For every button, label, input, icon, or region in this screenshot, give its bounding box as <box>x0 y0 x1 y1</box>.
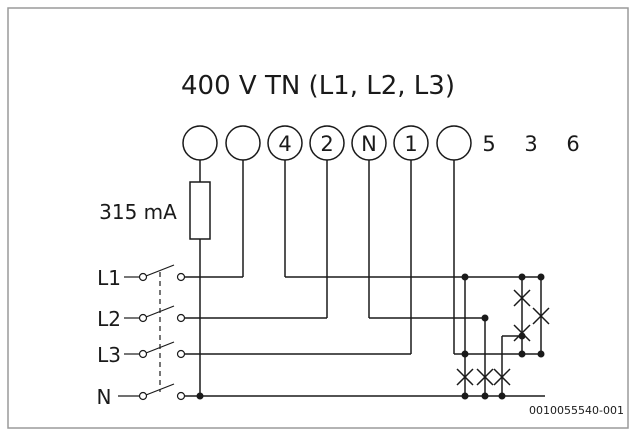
terminal-label-3: 4 <box>278 132 291 156</box>
extra-label-2: 3 <box>524 132 537 156</box>
terminal-label-6: 1 <box>404 132 417 156</box>
four-pole-switch <box>118 264 186 401</box>
fuse-symbol <box>189 181 211 240</box>
extra-label-1: 5 <box>482 132 495 156</box>
document-id: 0010055540-001 <box>529 404 624 417</box>
diagram-title: 400 V TN (L1, L2, L3) <box>181 71 455 101</box>
extra-label-3: 6 <box>566 132 579 156</box>
terminal-circle-1 <box>182 125 218 161</box>
fuse-label: 315 mA <box>99 200 177 224</box>
junction-dots <box>196 273 545 400</box>
bus-lines <box>185 276 545 397</box>
cross-marks <box>456 289 550 386</box>
terminal-circle-2 <box>225 125 261 161</box>
terminal-wires <box>199 160 455 396</box>
diagram-frame <box>7 7 629 429</box>
terminal-label-4: 2 <box>320 132 333 156</box>
line-label-l2: L2 <box>97 307 121 331</box>
terminal-circle-7 <box>436 125 472 161</box>
terminal-label-5: N <box>361 132 377 156</box>
line-label-l1: L1 <box>97 266 121 290</box>
line-label-n: N <box>97 385 112 409</box>
terminal-row: 4 2 N 1 <box>182 125 472 161</box>
line-label-l3: L3 <box>97 343 121 367</box>
